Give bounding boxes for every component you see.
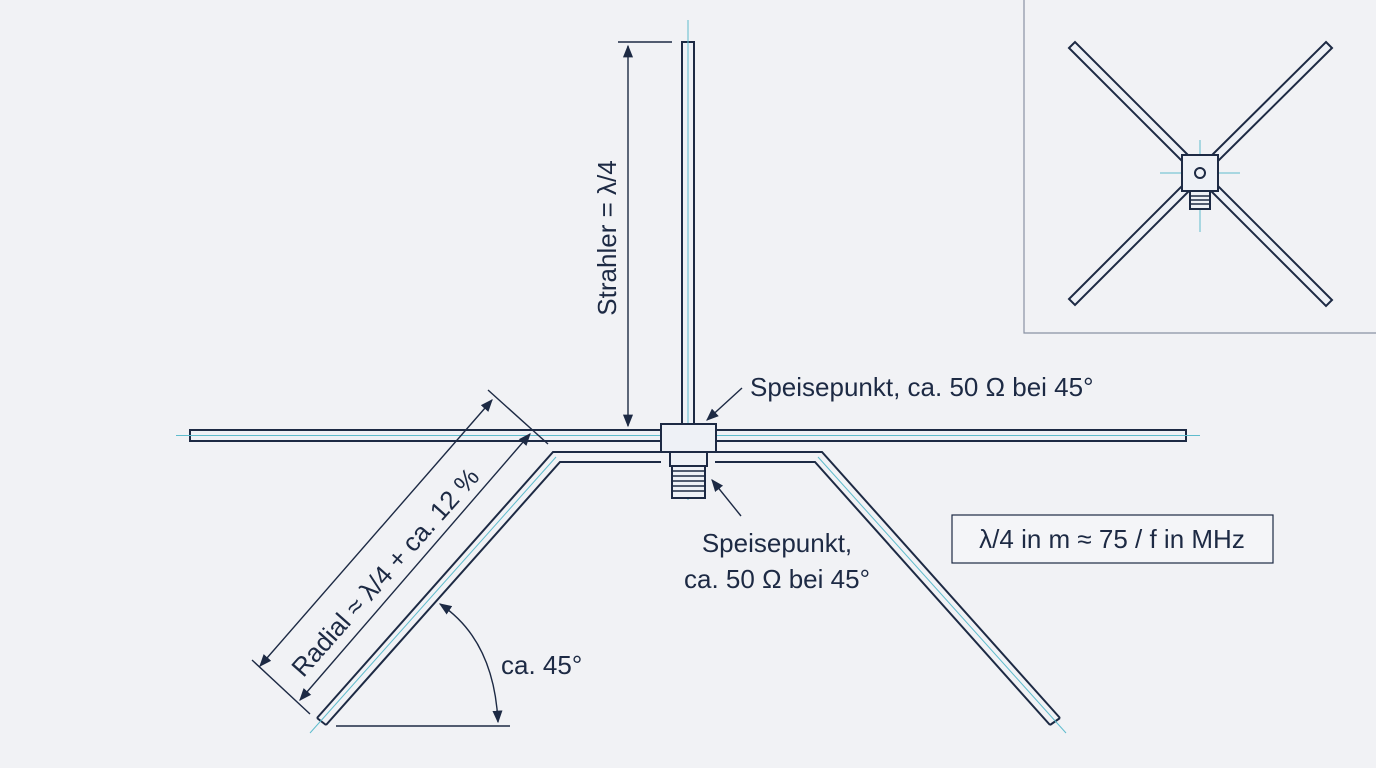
lower-feedpoint-arrow [711,479,742,517]
right-drooping-radial-inner [715,461,1051,726]
angle-arc [438,603,503,724]
lower-feedpoint-label-line2: ca. 50 Ω bei 45° [684,564,870,594]
formula-box: λ/4 in m ≈ 75 / f in MHz [951,514,1274,564]
connector-collar [669,451,708,467]
lower-feedpoint-label-line1: Speisepunkt, [702,528,852,558]
radiator-element [681,20,695,500]
inset-radial-top-right [1206,40,1334,167]
radial-extension-line-bottom [251,659,311,715]
formula-frame [951,514,1274,564]
lower-feedpoint-annotation: Speisepunkt, ca. 50 Ω bei 45° [684,479,870,594]
formula-label: λ/4 in m ≈ 75 / f in MHz [979,524,1245,554]
radial-extension-line-top [487,389,549,445]
upper-feedpoint-arrow [706,387,743,421]
radial-dimension-arrow-inner [299,433,531,701]
angle-annotation: ca. 45° [336,603,582,727]
angle-label: ca. 45° [501,650,582,680]
inset-radiator [1194,167,1206,179]
connector-thread [672,470,705,492]
right-radial-centerline [817,456,1067,734]
top-view-inset [1023,0,1376,334]
inset-connector-thread [1190,195,1210,205]
feed-connector [660,423,717,499]
radiator-label: Strahler = λ/4 [592,160,622,315]
radiator-dimension: Strahler = λ/4 [592,41,672,428]
left-drooping-radial-end [316,717,327,726]
right-drooping-radial-outer [715,451,1061,719]
upper-feedpoint-label: Speisepunkt, ca. 50 Ω bei 45° [750,372,1094,402]
feed-block [660,423,717,453]
upper-feedpoint-annotation: Speisepunkt, ca. 50 Ω bei 45° [706,372,1094,421]
